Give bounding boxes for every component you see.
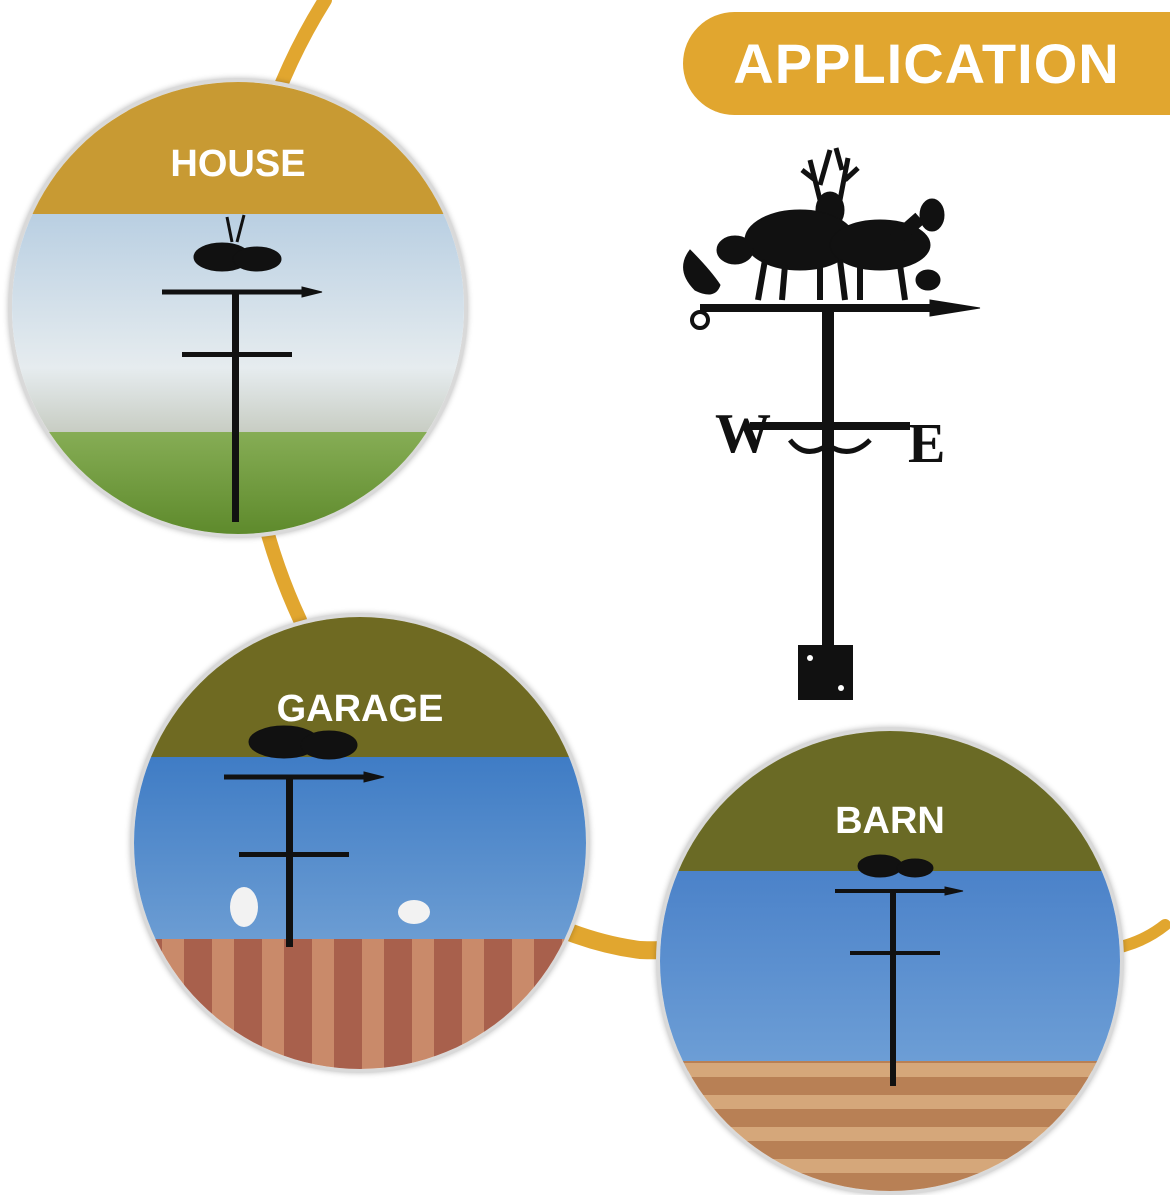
compass-w-letter: W [715, 403, 771, 465]
banner-title: APPLICATION [733, 32, 1120, 95]
barn-weathervane [835, 854, 964, 1086]
house-weathervane [162, 214, 323, 522]
product-image: W E [670, 140, 990, 710]
compass-e-letter: E [908, 413, 945, 475]
house-label: HOUSE [170, 143, 306, 185]
house-label-band [12, 82, 464, 214]
garage-sky [134, 757, 586, 942]
garage-roof [134, 939, 586, 1069]
barn-label-band [660, 731, 1120, 871]
house-scene: HOUSE [8, 78, 468, 538]
garage-label: GARAGE [276, 688, 444, 730]
garage-scene: GARAGE [130, 613, 590, 1073]
garage-label-band [134, 617, 586, 757]
barn-label: BARN [835, 800, 945, 842]
barn-scene: BARN [656, 727, 1124, 1195]
weathervane-silhouette: W E [683, 147, 981, 700]
garage-weathervane [224, 725, 430, 947]
application-banner: APPLICATION [683, 12, 1170, 115]
